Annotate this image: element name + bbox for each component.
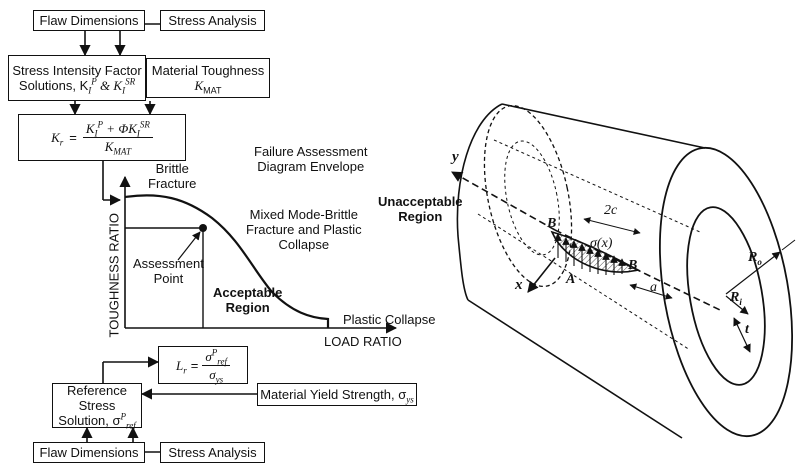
stress-analysis-bottom-text: Stress Analysis — [168, 445, 257, 460]
sif-solutions-box: Stress Intensity Factor Solutions, KIP &… — [8, 55, 146, 101]
cylinder-back-bore — [504, 140, 560, 256]
y-axis-line — [451, 171, 556, 231]
axis-centerline — [554, 229, 721, 311]
fad-y-axis-label: TOUGHNESS RATIO — [106, 213, 122, 338]
cylinder-front-bore — [686, 206, 766, 386]
material-toughness-text: Material Toughness — [151, 63, 265, 78]
cylinder-back-visible-arc — [456, 103, 503, 301]
b-top-label: B — [547, 216, 557, 231]
b-right-label: B — [628, 258, 638, 273]
two-c-label: 2c — [604, 203, 618, 218]
kr-denominator: KMAT — [104, 139, 132, 157]
cylinder-front-end — [658, 146, 794, 438]
sigma-x-label: σ(x) — [590, 236, 613, 251]
lr-numerator: σPref — [202, 348, 230, 366]
stress-analysis-top-text: Stress Analysis — [168, 13, 257, 28]
flaw-dimensions-box-bottom: Flaw Dimensions — [33, 442, 145, 463]
lr-denominator: σys — [209, 366, 224, 385]
lr-lhs: Lr — [176, 357, 187, 376]
stress-analysis-box-bottom: Stress Analysis — [160, 442, 265, 463]
assessment-point-marker — [199, 224, 207, 232]
y-axis-symbol: y — [452, 149, 459, 165]
kr-equation-box: Kr = KIP + ΦKISR KMAT — [18, 114, 186, 161]
reference-stress-box: Reference Stress Solution, σPref — [52, 383, 142, 431]
material-toughness-box: Material Toughness KMAT — [146, 58, 270, 98]
cylinder-drawing — [451, 103, 796, 439]
stress-analysis-box-top: Stress Analysis — [160, 10, 265, 31]
x-axis-line — [527, 257, 556, 293]
r-outer-line — [725, 251, 781, 295]
a-depth-label: a — [650, 280, 657, 295]
sif-line2: Solutions, KIP & KISR — [18, 76, 136, 96]
kr-equals: = — [69, 130, 77, 145]
flaw-dimensions-top-text: Flaw Dimensions — [39, 13, 139, 28]
ref-stress-line2: Solution, σPref — [58, 411, 136, 431]
flaw-dimensions-bottom-text: Flaw Dimensions — [39, 445, 139, 460]
kr-numerator: KIP + ΦKISR — [82, 120, 153, 138]
r-inner-line — [725, 295, 749, 315]
x-axis-symbol: x — [515, 277, 523, 293]
kr-fraction: KIP + ΦKISR KMAT — [82, 120, 153, 157]
ref-stress-line1: Reference Stress — [67, 383, 127, 413]
plastic-collapse-label: Plastic Collapse — [343, 312, 436, 327]
cylinder-outline-bottom — [467, 299, 683, 439]
lr-equals: = — [190, 357, 199, 373]
stress-arrows — [554, 233, 626, 275]
t-dimension-line — [733, 317, 751, 353]
lr-equation-box: Lr = σPref σys — [158, 346, 248, 384]
kr-lhs: Kr — [51, 130, 64, 148]
r-outer-label: Ro — [748, 250, 762, 267]
fad-plot — [119, 175, 398, 334]
t-thickness-label: t — [745, 322, 749, 337]
r-inner-label: Ri — [730, 290, 742, 307]
fad-envelope-curve — [124, 194, 330, 328]
sif-line1: Stress Intensity Factor — [12, 63, 142, 78]
yield-strength-box: Material Yield Strength, σys — [257, 383, 417, 406]
cylinder-outline-top — [501, 103, 706, 149]
flaw-dimensions-box-top: Flaw Dimensions — [33, 10, 145, 31]
assessment-leader-line — [177, 231, 201, 261]
fad-x-axis-label: LOAD RATIO — [324, 334, 402, 349]
a-point-label: A — [566, 272, 576, 287]
yield-strength-text: Material Yield Strength, σys — [260, 387, 414, 405]
kmat-symbol: KMAT — [194, 78, 222, 96]
lr-fraction: σPref σys — [202, 348, 230, 385]
cylinder-back-end — [483, 104, 573, 288]
